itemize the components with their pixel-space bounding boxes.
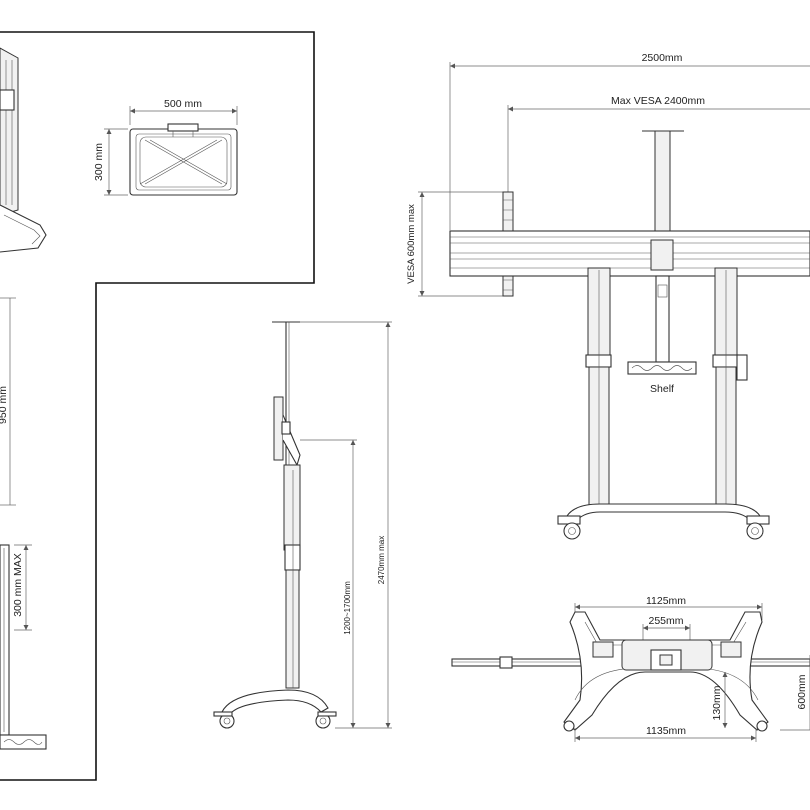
- detail-frame: [0, 31, 315, 781]
- tray-width-label: 500 mm: [164, 98, 202, 110]
- side-max-height-label: 2470mm max: [377, 536, 386, 584]
- left-height-label: 950 mm: [0, 386, 9, 424]
- tray-detail: 500 mm 300 mm: [93, 98, 238, 196]
- shelf-label: Shelf: [650, 383, 674, 395]
- top-view-base: 1125mm 255mm 1135mm 130mm 60: [451, 595, 810, 742]
- vesa-width-label: Max VESA 2400mm: [611, 95, 705, 107]
- depth-label: 130mm: [711, 685, 723, 720]
- side-height-range-label: 1200~1700mm: [343, 581, 352, 635]
- vesa-height-label: VESA 600mm max: [406, 204, 417, 284]
- side-view-stand: 2470mm max 1200~1700mm: [213, 321, 392, 729]
- partial-stand-top-left: [0, 47, 47, 253]
- top-width-label: 1125mm: [646, 595, 686, 607]
- right-depth-label: 600mm: [796, 674, 808, 709]
- front-view-stand: 2500mm Max VESA 2400mm VESA 600mm max Sh…: [406, 52, 810, 540]
- overall-width-label: 2500mm: [642, 52, 683, 64]
- left-max-label: 300 mm MAX: [12, 553, 24, 617]
- tray-height-label: 300 mm: [93, 143, 105, 181]
- center-width-label: 255mm: [648, 615, 683, 627]
- bottom-width-label: 1135mm: [646, 725, 686, 737]
- left-partial-view: 950 mm 300 mm MAX: [0, 297, 47, 750]
